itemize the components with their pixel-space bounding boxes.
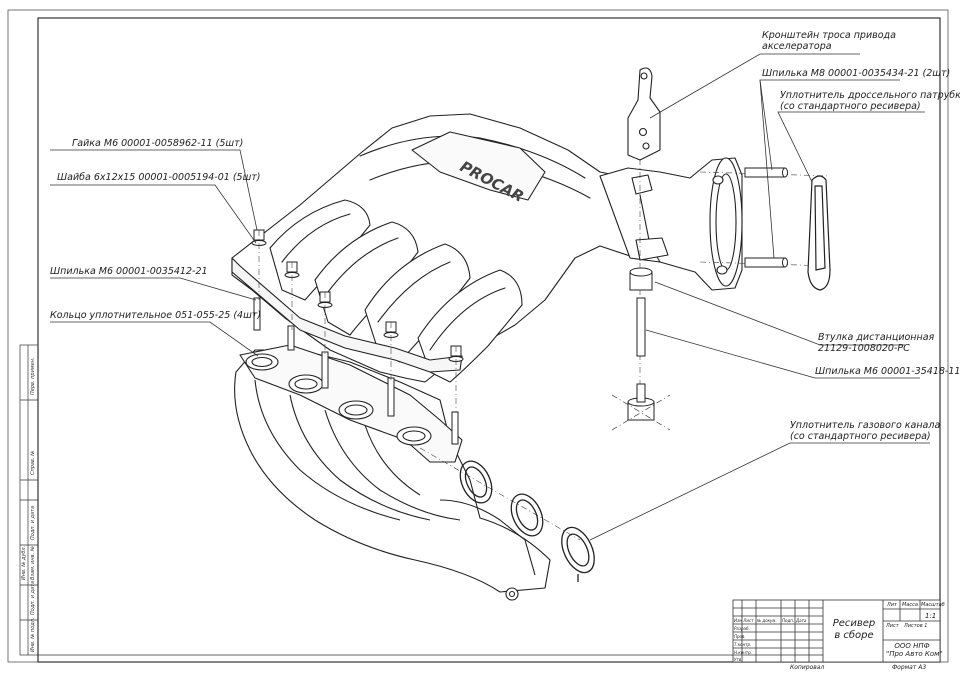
side-label-0: Перв. примен. [30, 357, 36, 395]
callout-o-ring: Кольцо уплотнительное 051-055-25 (4шт) [50, 310, 262, 321]
callout-stud-m6-b: Шпилька М6 00001-35418-11 [815, 366, 960, 377]
logo-plate [411, 131, 546, 201]
callout-throttle-seal-line1: Уплотнитель дроссельного патрубка [780, 90, 960, 101]
callout-bracket-line2: акселератора [762, 41, 832, 52]
tb-name: Ресивер в сборе [830, 618, 878, 642]
callout-washer: Шайба 6х12х15 00001-0005194-01 (5шт) [57, 172, 261, 183]
tb-org: ООО НПФ "Про Авто Ком" [886, 642, 943, 658]
spacer-and-stud [611, 267, 671, 431]
callout-bracket: Кронштейн троса привода акселератора [762, 30, 896, 52]
callout-throttle-seal-line2: (со стандартного ресивера) [780, 101, 921, 112]
tb-row-2: Подп. [782, 618, 795, 623]
side-label-5: Подп. и дата [30, 580, 36, 615]
callout-gas-seal-line2: (со стандартного ресивера) [790, 431, 931, 442]
inner-border [37, 17, 941, 663]
leader-lines [50, 53, 930, 541]
runner-4 [417, 269, 523, 383]
tb-copied: Копировал [790, 664, 825, 671]
tb-sheets: Листов 1 [904, 623, 928, 629]
tb-row-7: Н.контр. [734, 650, 752, 655]
side-label-6: Инв. № подл. [30, 617, 36, 653]
side-label-2: Подп. и дата [30, 505, 36, 540]
tb-name-line1: Ресивер [832, 618, 876, 629]
stud-m6-b [636, 297, 646, 357]
intake-manifold: PROCAR [231, 113, 743, 383]
throttle-seal [807, 175, 831, 291]
tb-col-scale: Масштаб [921, 602, 945, 608]
callout-gas-seal: Уплотнитель газового канала (со стандарт… [790, 420, 940, 442]
stud-m6-a [253, 297, 261, 331]
flange-edge [231, 257, 463, 373]
callout-bracket-line1: Кронштейн троса привода [762, 30, 896, 41]
callout-throttle-seal: Уплотнитель дроссельного патрубка (со ст… [780, 90, 960, 112]
callout-spacer-line1: Втулка дистанционная [818, 332, 935, 343]
lower-manifold [234, 344, 551, 601]
tb-org-line2: "Про Авто Ком" [886, 650, 943, 658]
tb-row-5: Пров. [734, 634, 746, 639]
side-label-3: Инв. № дубл. [21, 545, 27, 580]
tb-org-line1: ООО НПФ [894, 642, 930, 650]
cable-bracket [627, 67, 661, 161]
side-stamp-strip [19, 344, 39, 656]
callout-gas-seal-line1: Уплотнитель газового канала [790, 420, 941, 431]
tb-col-mass: Масса [902, 602, 918, 608]
runner-2 [314, 221, 419, 336]
tb-name-line2: в сборе [834, 630, 874, 641]
tb-row-3: Дата [796, 618, 807, 623]
tb-row-0: Изм Лист [734, 618, 754, 623]
tb-row-1: № докум. [757, 618, 777, 623]
tb-row-4: Разраб. [734, 626, 750, 631]
side-label-1: Справ. № [30, 450, 36, 475]
callout-nut-m6: Гайка М6 00001-0058962-11 (5шт) [72, 138, 244, 149]
tb-format: Формат А3 [892, 664, 927, 671]
tb-row-6: Т.контр. [734, 642, 752, 647]
tb-col-lit: Лит [887, 602, 897, 608]
callout-stud-m6-a: Шпилька М6 00001-0035412-21 [50, 266, 208, 277]
tb-row-8: Утв. [734, 657, 743, 662]
callout-spacer: Втулка дистанционная 21129-1008020-РС [818, 332, 934, 354]
side-label-4: Взам. инв. № [30, 546, 36, 580]
callout-stud-m8: Шпилька М8 00001-0035434-21 (2шт) [762, 68, 951, 79]
tb-scale-value: 1:1 [925, 612, 937, 620]
title-block [732, 599, 941, 663]
tb-sheet: Лист [886, 623, 899, 629]
callout-spacer-line2: 21129-1008020-РС [818, 343, 910, 354]
throttle-studs [744, 167, 788, 268]
gas-channel-seals [459, 460, 595, 582]
